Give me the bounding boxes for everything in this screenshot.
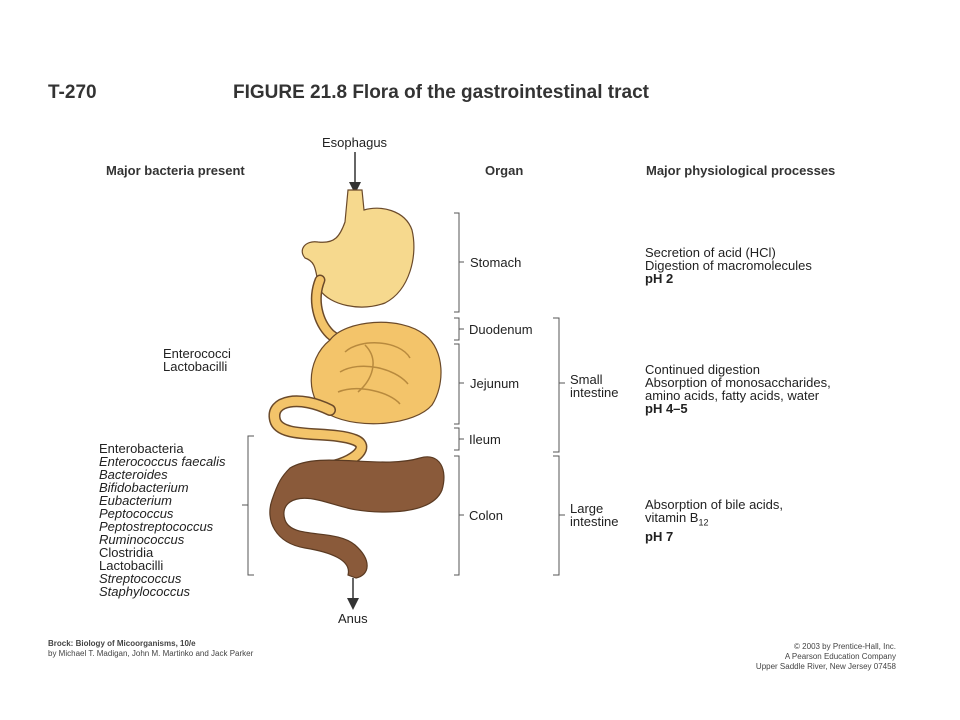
publisher: A Pearson Education Company (784, 652, 896, 661)
large-bacteria-bracket (242, 435, 254, 576)
small-intestine-label: Small intestine (570, 372, 619, 400)
footer-left: Brock: Biology of Micoorganisms, 10/e by… (48, 639, 253, 659)
publisher-location: Upper Saddle River, New Jersey 07458 (755, 662, 896, 671)
bacteria-item: Bacteroides (99, 467, 168, 482)
duodenum-bracket (454, 317, 464, 341)
copyright: © 2003 by Prentice-Hall, Inc. (794, 642, 896, 651)
processes-column-header: Major physiological processes (646, 163, 836, 178)
bacteria-item: Peptostreptococcus (99, 519, 214, 534)
bacteria-item: Bifidobacterium (99, 480, 189, 495)
esophagus-label: Esophagus (322, 135, 388, 150)
jejunum-bracket (454, 343, 464, 425)
bacteria-item: Ruminococcus (99, 532, 185, 547)
organ-ileum: Ileum (469, 432, 501, 447)
organ-duodenum: Duodenum (469, 322, 533, 337)
bacteria-item: Eubacterium (99, 493, 172, 508)
bacteria-column-header: Major bacteria present (106, 163, 245, 178)
book-authors: by Michael T. Madigan, John M. Martinko … (48, 649, 254, 658)
bacteria-item: Enterococcus faecalis (99, 454, 226, 469)
small-intestine-bacteria: Enterococci Lactobacilli (163, 346, 231, 374)
small-intestine-processes: Continued digestion Absorption of monosa… (645, 362, 831, 416)
stomach-bracket (454, 212, 464, 313)
bacteria-item: Streptococcus (99, 571, 182, 586)
stomach-processes: Secretion of acid (HCl) Digestion of mac… (645, 245, 812, 286)
figure-title: FIGURE 21.8 Flora of the gastrointestina… (233, 82, 649, 103)
figure-number: T-270 (48, 82, 97, 103)
footer-right: © 2003 by Prentice-Hall, Inc. A Pearson … (756, 642, 896, 672)
bacteria-item: Staphylococcus (99, 584, 191, 599)
organ-stomach: Stomach (470, 255, 522, 270)
large-intestine-bacteria: Enterobacteria Enterococcus faecalis Bac… (99, 442, 225, 598)
bacteria-item: Enterobacteria (99, 441, 184, 456)
organ-jejunum: Jejunum (470, 376, 520, 391)
book-title: Brock: Biology of Micoorganisms, 10/e (48, 639, 196, 648)
jejunum-shape (310, 321, 442, 425)
small-intestine-ph: pH 4–5 (645, 401, 688, 416)
stomach-shape (301, 189, 415, 308)
stomach-ph: pH 2 (645, 271, 674, 286)
organ-colon: Colon (469, 508, 503, 523)
large-intestine-ph: pH 7 (645, 528, 674, 544)
bacteria-item: Clostridia (99, 545, 154, 560)
ileum-bracket (454, 427, 464, 451)
colon-shape (269, 456, 445, 579)
bacteria-item: Lactobacilli (99, 558, 164, 573)
organ-column-header: Organ (485, 163, 524, 178)
large-intestine-processes: Absorption of bile acids, vitamin B12 pH… (645, 497, 784, 544)
large-intestine-label: Large intestine (570, 501, 619, 529)
colon-bracket (454, 455, 464, 576)
bacteria-item: Peptococcus (99, 506, 174, 521)
small-intestine-bracket (553, 317, 565, 453)
large-intestine-bracket (553, 455, 565, 576)
anus-label: Anus (338, 611, 368, 626)
